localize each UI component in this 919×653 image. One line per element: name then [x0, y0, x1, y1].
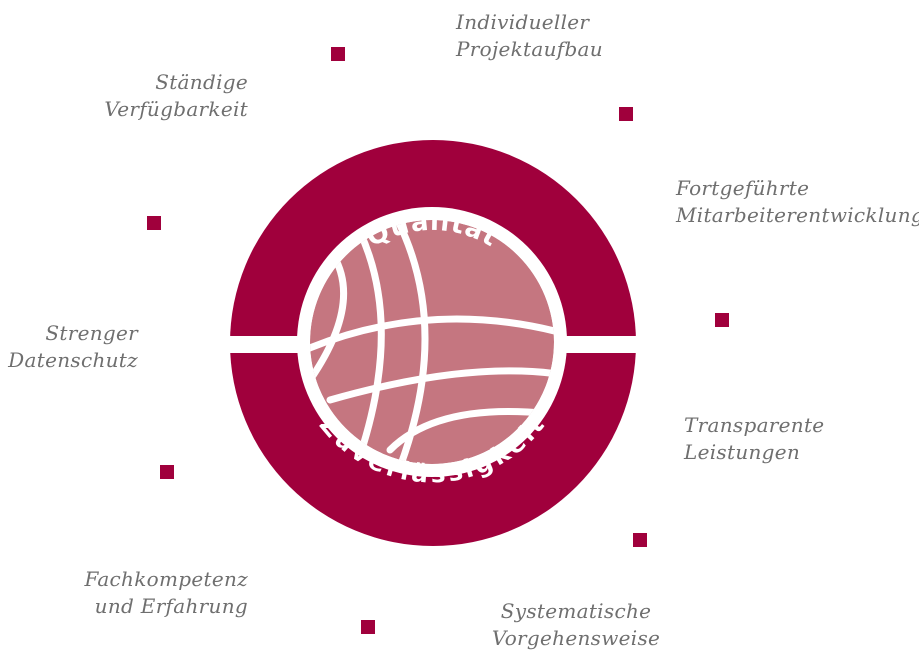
label-systematische-vorgehensweise: Systematische Vorgehensweise: [480, 598, 672, 652]
marker-square: [619, 107, 633, 121]
label-line: Leistungen: [684, 440, 801, 464]
label-line: Fortgeführte: [676, 176, 810, 200]
label-line: Systematische: [500, 599, 652, 623]
label-line: Ständige: [155, 70, 248, 94]
label-line: Mitarbeiterentwicklung: [676, 203, 919, 227]
label-staendige-verfuegbarkeit: Ständige Verfügbarkeit: [96, 69, 248, 123]
label-line: Strenger: [45, 321, 138, 345]
marker-square: [633, 533, 647, 547]
marker-square: [147, 216, 161, 230]
label-line: Projektaufbau: [456, 37, 603, 61]
label-fachkompetenz-erfahrung: Fachkompetenz und Erfahrung: [76, 566, 248, 620]
label-line: Datenschutz: [8, 348, 138, 372]
label-transparente-leistungen: Transparente Leistungen: [684, 412, 824, 466]
label-line: Vorgehensweise: [491, 626, 661, 650]
label-line: Transparente: [684, 413, 825, 437]
label-line: und Erfahrung: [94, 594, 248, 618]
label-fortgefuehrte-mitarbeiterentwicklung: Fortgeführte Mitarbeiterentwicklung: [676, 175, 919, 229]
marker-square: [361, 620, 375, 634]
marker-square: [715, 313, 729, 327]
marker-square: [331, 47, 345, 61]
label-line: Fachkompetenz: [84, 567, 248, 591]
label-line: Individueller: [456, 10, 590, 34]
label-individueller-projektaufbau: Individueller Projektaufbau: [456, 9, 603, 63]
label-line: Verfügbarkeit: [104, 97, 248, 121]
marker-square: [160, 465, 174, 479]
label-strenger-datenschutz: Strenger Datenschutz: [8, 320, 138, 374]
